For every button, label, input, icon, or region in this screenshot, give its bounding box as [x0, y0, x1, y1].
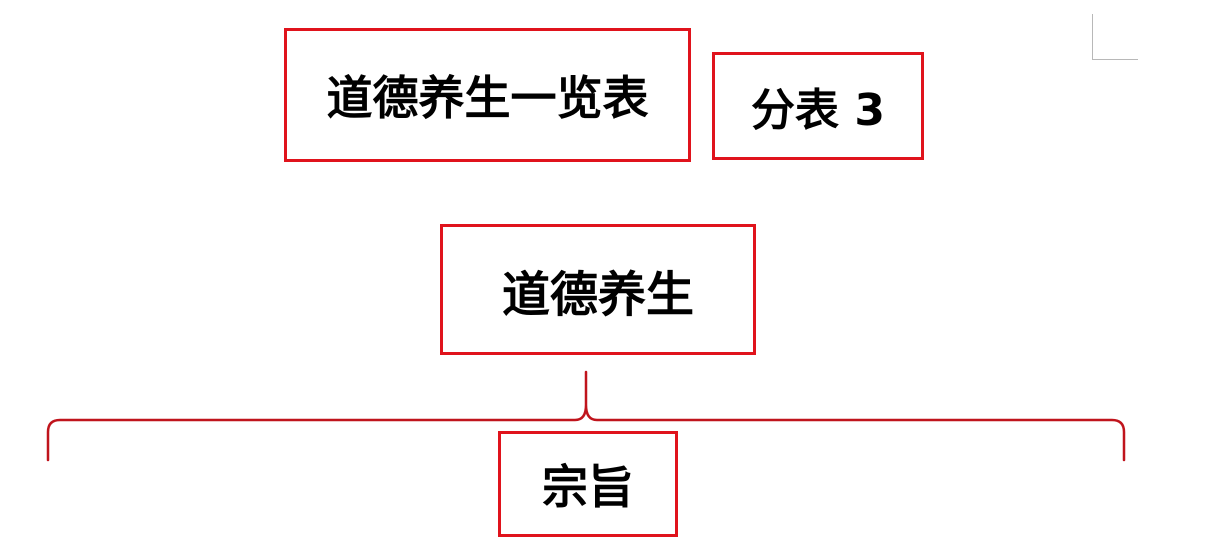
- purpose-text: 宗旨: [542, 460, 634, 514]
- subtable-label: 分表 3: [751, 85, 885, 136]
- purpose-box: 宗旨: [498, 431, 678, 537]
- subtable-box: 分表 3: [712, 52, 924, 160]
- title-box: 道德养生一览表: [284, 28, 691, 162]
- central-topic-box: 道德养生: [440, 224, 756, 355]
- central-topic-text: 道德养生: [501, 266, 694, 323]
- page-margin-mark: [1092, 14, 1138, 60]
- title-text: 道德养生一览表: [326, 71, 649, 125]
